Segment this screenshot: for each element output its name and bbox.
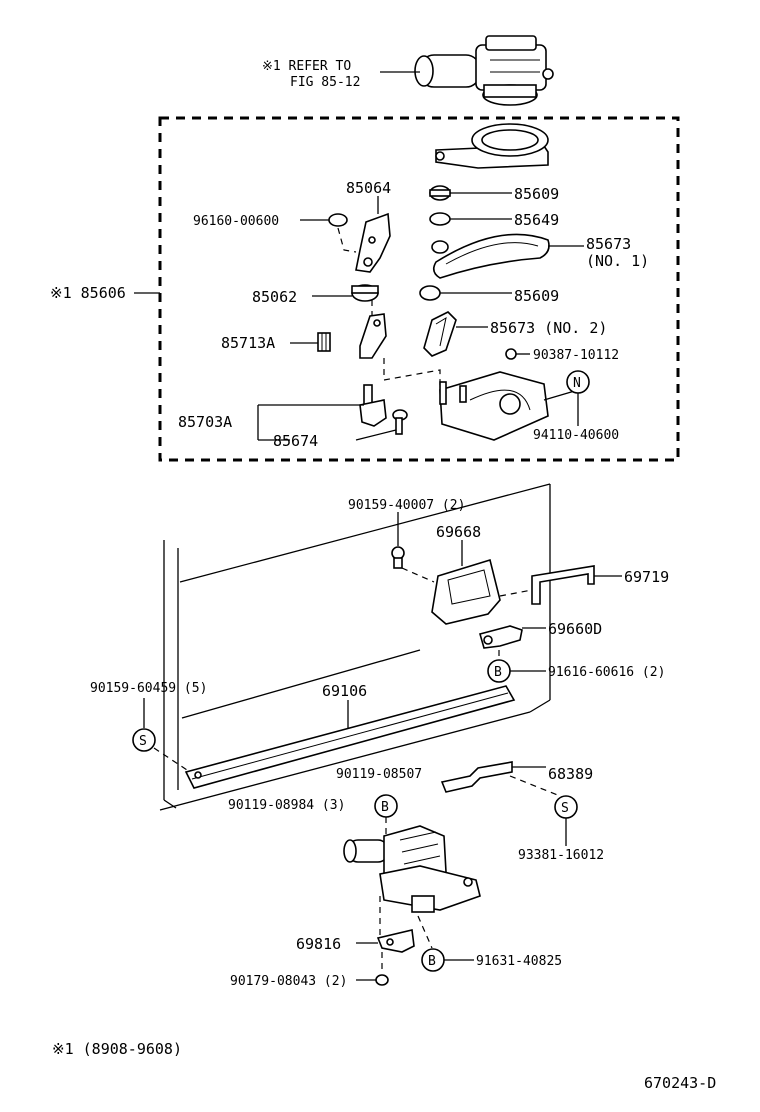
dash-96160: [337, 227, 357, 253]
label-85609a: 85609: [514, 185, 559, 203]
figure-code: 670243-D: [644, 1074, 716, 1092]
label-69668: 69668: [436, 523, 481, 541]
label-85609b: 85609: [514, 287, 559, 305]
label-69660D: 69660D: [548, 620, 602, 638]
label-68389: 68389: [548, 765, 593, 783]
label-85062: 85062: [252, 288, 297, 306]
bushing-85609-lower: [419, 285, 441, 301]
marker-b2-text: B: [381, 800, 389, 815]
bushing-85609-upper: [429, 185, 451, 201]
bracket-68389: [440, 761, 513, 793]
lever-85064: [355, 212, 391, 273]
bolt-90159-40007: [391, 546, 405, 569]
footnote: ※1 (8908-9608): [52, 1040, 182, 1058]
label-90119-08507: 90119-08507: [336, 767, 422, 782]
marker-n-text: N: [573, 376, 581, 391]
label-85673a: 85673: [586, 235, 631, 253]
label-69106: 69106: [322, 682, 367, 700]
nut-90387: [505, 348, 517, 360]
assembly-label: ※1 85606: [50, 284, 126, 302]
motor-assembly-lower: [343, 825, 481, 913]
marker-b3-text: B: [428, 954, 436, 969]
label-93381: 93381-16012: [518, 848, 604, 863]
gear-housing-upper: [435, 123, 549, 169]
label-85673a-no: (NO. 1): [586, 252, 649, 270]
label-85674: 85674: [273, 432, 318, 450]
marker-s1-text: S: [139, 734, 147, 749]
rail-69106: [184, 685, 516, 789]
label-90159-60459: 90159-60459 (5): [90, 681, 207, 696]
nut-90179: [375, 974, 389, 986]
gear-housing-base: [439, 371, 549, 441]
label-90387: 90387-10112: [533, 348, 619, 363]
assembly-box: [158, 116, 680, 462]
label-91631: 91631-40825: [476, 954, 562, 969]
clip-96160: [328, 213, 348, 227]
label-85649: 85649: [514, 211, 559, 229]
washer-85649: [429, 212, 451, 226]
marker-b1-text: B: [494, 665, 502, 680]
label-85713A: 85713A: [221, 334, 275, 352]
screw-85674: [392, 409, 408, 435]
label-85703A: 85703A: [178, 413, 232, 431]
brush-85713A: [317, 332, 331, 352]
label-94110: 94110-40600: [533, 428, 619, 443]
motor-assembly-top: [414, 35, 554, 106]
label-96160: 96160-00600: [193, 214, 279, 229]
pin-85703A: [359, 384, 387, 427]
bracket-85703A: [257, 404, 364, 441]
refer-note-line2: FIG 85-12: [290, 75, 360, 90]
gear-85062: [351, 284, 379, 302]
rod-69719: [531, 565, 595, 605]
leader-85674: [355, 429, 397, 441]
label-90179: 90179-08043 (2): [230, 974, 347, 989]
marker-s1: [132, 728, 156, 752]
label-90119-08984: 90119-08984 (3): [228, 798, 345, 813]
label-69816: 69816: [296, 935, 341, 953]
label-90159-40007: 90159-40007 (2): [348, 498, 465, 513]
label-69719: 69719: [624, 568, 669, 586]
refer-note-line1: ※1 REFER TO: [262, 59, 351, 74]
belt-85673-no2: [423, 311, 457, 357]
marker-s2-text: S: [561, 801, 569, 816]
belt-85673-no1: [432, 233, 550, 279]
label-85673b: 85673 (NO. 2): [490, 319, 607, 337]
arm-link: [359, 313, 387, 359]
label-85064: 85064: [346, 179, 391, 197]
label-91616: 91616-60616 (2): [548, 665, 665, 680]
bracket-69668: [431, 558, 501, 625]
clip-69660D: [479, 625, 523, 649]
bracket-69816: [376, 929, 415, 953]
door-panel-outline: [159, 483, 551, 811]
